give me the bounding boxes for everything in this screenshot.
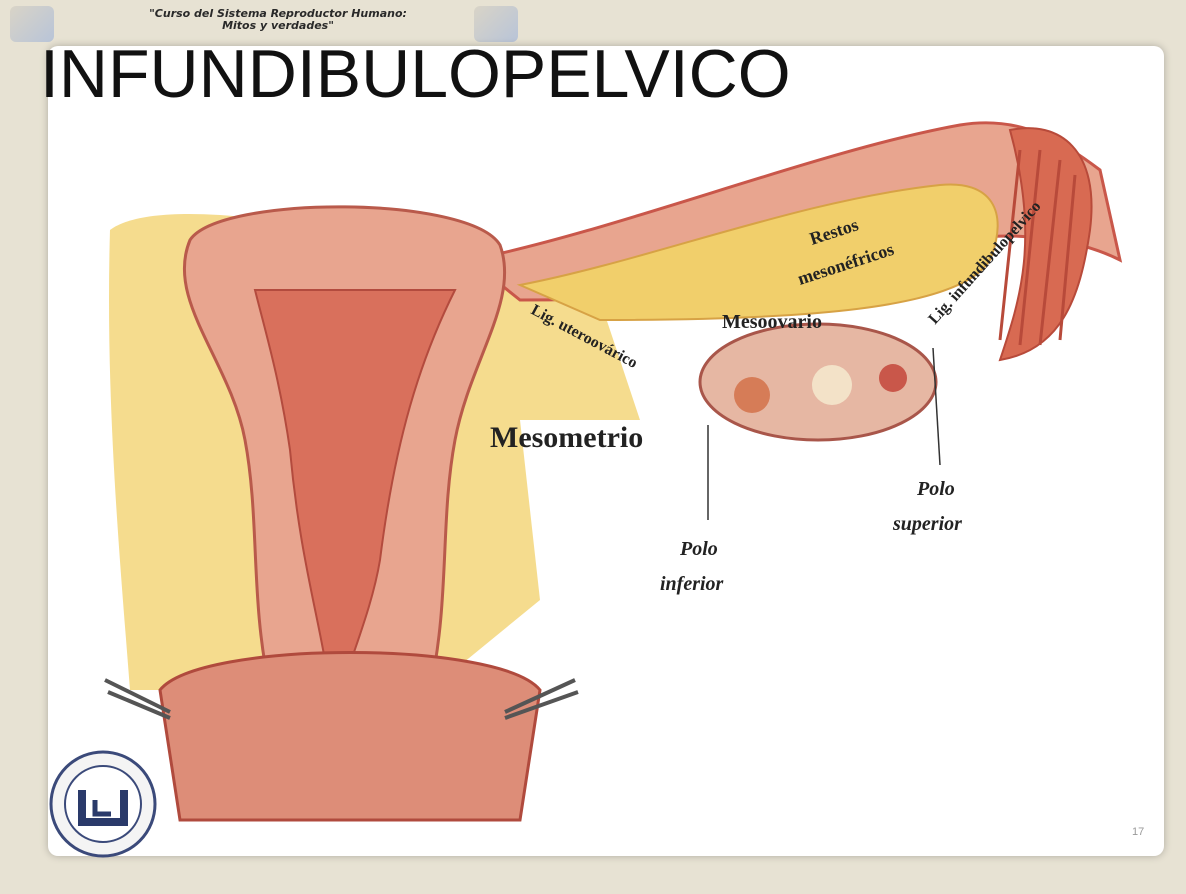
label-polo-superior-line2: superior <box>892 513 962 535</box>
label-mesometrio: Mesometrio <box>490 421 643 454</box>
ovary-follicle-1 <box>734 377 770 413</box>
slide-number: 17 <box>1132 826 1144 838</box>
ovary-follicle-2 <box>812 365 852 405</box>
label-polo-superior-line1: Polo <box>916 478 955 500</box>
label-polo-inferior-line1: Polo <box>679 538 718 560</box>
university-seal-logo <box>51 752 155 856</box>
label-mesoovario: Mesoovario <box>722 311 822 333</box>
cervix <box>160 653 540 821</box>
polo-superior-pointer <box>933 348 940 465</box>
label-polo-inferior-line2: inferior <box>660 573 724 595</box>
page-title: INFUNDIBULOPELVICO <box>40 34 791 114</box>
ovary-follicle-3 <box>879 364 907 392</box>
